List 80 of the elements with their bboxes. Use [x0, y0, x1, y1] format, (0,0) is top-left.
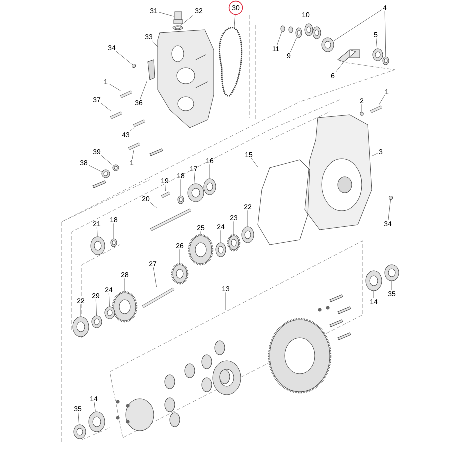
bolt	[120, 90, 133, 98]
leader-line	[180, 179, 182, 196]
leader-line	[290, 38, 297, 53]
leader-line	[200, 231, 202, 236]
bearing	[104, 306, 116, 320]
leader-line	[293, 18, 303, 28]
leader-line	[101, 155, 113, 166]
leader-line	[372, 153, 378, 156]
leader-line	[108, 84, 121, 92]
bearing	[90, 236, 106, 256]
leader-line	[388, 200, 391, 221]
cap-drawing	[174, 12, 184, 24]
leader-line	[96, 227, 98, 237]
leader-line	[220, 230, 222, 243]
seal	[384, 264, 400, 282]
gasket-drawing	[258, 160, 310, 246]
nut	[102, 170, 110, 178]
leader-line	[153, 267, 157, 288]
case-drawing	[304, 114, 372, 230]
leader-line	[130, 128, 135, 132]
leader-line	[158, 12, 174, 17]
cover-drawing	[158, 30, 214, 128]
bushing	[296, 28, 302, 38]
nut	[112, 164, 120, 172]
bolt	[133, 120, 146, 128]
chain-drawing	[219, 27, 243, 97]
nut	[388, 196, 394, 200]
nut	[132, 64, 136, 68]
shaft-drawing	[338, 50, 360, 62]
bearing	[188, 184, 204, 202]
shaft	[150, 208, 192, 232]
leader-line	[94, 402, 96, 412]
leader-line	[378, 95, 386, 106]
leader-line	[150, 202, 158, 208]
washer	[178, 196, 184, 204]
bolt	[128, 142, 141, 150]
washer	[92, 316, 102, 328]
leader-line	[80, 304, 82, 317]
o-ring	[172, 26, 184, 30]
seal	[242, 226, 254, 244]
pad-drawing	[148, 60, 156, 80]
o-ring	[382, 56, 390, 66]
bolt	[370, 106, 383, 114]
leader-line	[277, 32, 282, 46]
bearing	[216, 242, 226, 258]
leader-line	[251, 158, 258, 168]
leader-line	[234, 14, 236, 28]
leader-line	[180, 14, 195, 26]
leader-line	[384, 11, 386, 57]
leader-line	[101, 103, 112, 112]
gear	[171, 263, 189, 285]
spring	[372, 48, 384, 62]
shaft	[142, 288, 175, 308]
leader-line	[334, 10, 382, 42]
leader-line	[96, 299, 97, 316]
seal	[204, 178, 216, 196]
leader-line	[132, 150, 134, 160]
leader-line	[124, 278, 126, 293]
leader-line	[194, 172, 196, 184]
o-ring	[288, 26, 294, 34]
bushing	[322, 38, 334, 52]
leader-line	[108, 293, 110, 307]
gear	[227, 234, 241, 252]
seal	[74, 424, 86, 440]
leader-line	[165, 184, 166, 192]
washer	[110, 238, 118, 248]
bearing	[72, 316, 90, 338]
bolt	[110, 112, 123, 120]
leader-line	[78, 412, 80, 425]
leader-line	[152, 40, 158, 48]
leader-line	[376, 38, 378, 49]
bearing	[366, 270, 382, 292]
leader-line	[336, 63, 344, 73]
pin	[161, 192, 171, 198]
o-ring	[280, 26, 286, 32]
leader-line	[116, 51, 132, 65]
nut	[360, 112, 364, 116]
leader-line	[140, 81, 148, 100]
leader-line	[88, 165, 102, 172]
bearing	[88, 412, 106, 432]
